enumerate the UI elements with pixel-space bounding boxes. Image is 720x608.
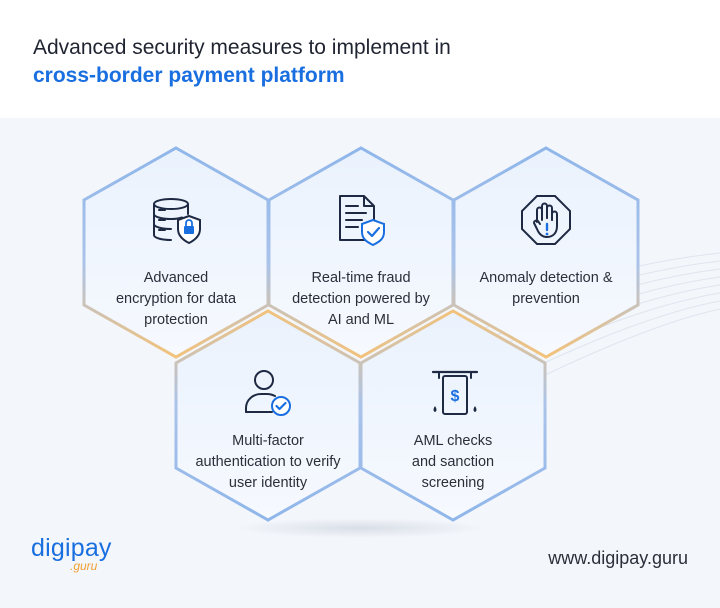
brand-url: www.digipay.guru — [548, 548, 688, 568]
brand-logo: digipay .guru — [31, 534, 112, 573]
label-line: authentication to verify — [195, 454, 341, 470]
label-line: AI and ML — [327, 312, 395, 328]
label-line: protection — [144, 312, 208, 328]
measure-label-encryption: Advanced encryption for data protection — [96, 268, 256, 331]
measure-label-aml: AML checks and sanction screening — [373, 431, 533, 494]
stop-hand-icon — [521, 195, 571, 245]
hex-ground-shadow — [235, 518, 485, 538]
label-line: Advanced — [143, 270, 209, 286]
cash-dispense-icon: $ — [431, 370, 479, 415]
hex-anomaly-detection — [452, 146, 640, 359]
label-line: prevention — [512, 291, 580, 307]
brand-logo-sub: .guru — [70, 559, 98, 573]
label-line: and sanction — [411, 454, 495, 470]
page-title-highlight: cross-border payment platform — [33, 64, 345, 87]
label-line: screening — [421, 475, 485, 491]
label-line: Anomaly detection & — [479, 270, 613, 286]
user-check-icon — [245, 370, 291, 416]
header-band — [0, 0, 720, 118]
hex-aml — [359, 309, 547, 522]
measure-label-mfa: Multi-factor authentication to verify us… — [180, 431, 356, 494]
svg-text:$: $ — [451, 388, 460, 405]
brand-logo-main: digipay — [31, 534, 112, 562]
document-shield-icon — [339, 195, 385, 247]
measure-label-fraud-detection: Real-time fraud detection powered by AI … — [276, 268, 446, 331]
label-line: Multi-factor — [232, 433, 304, 449]
measure-label-anomaly-detection: Anomaly detection & prevention — [463, 268, 629, 310]
label-line: detection powered by — [292, 291, 430, 307]
database-lock-icon — [153, 198, 201, 245]
label-line: Real-time fraud — [311, 270, 411, 286]
label-line: user identity — [228, 475, 308, 491]
label-line: AML checks — [413, 433, 493, 449]
label-line: encryption for data — [115, 291, 237, 307]
page-title-line1: Advanced security measures to implement … — [33, 36, 451, 59]
